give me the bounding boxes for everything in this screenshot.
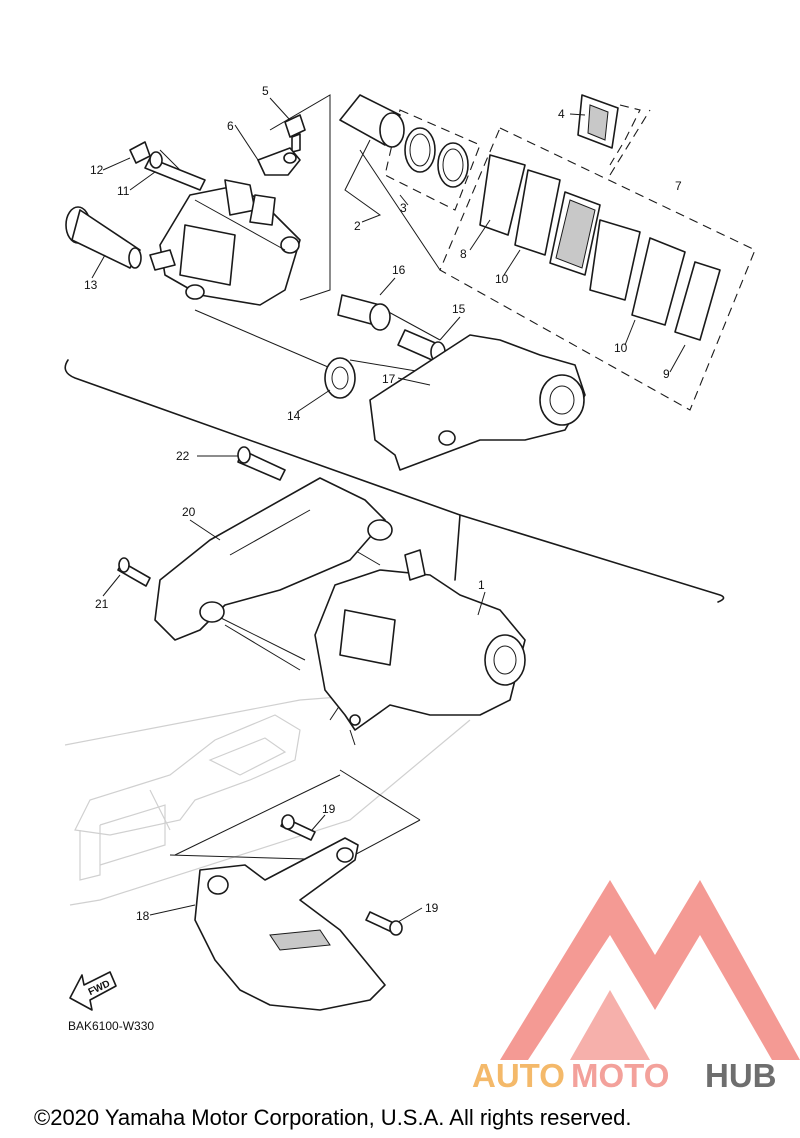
callout-2: 2 <box>354 219 361 233</box>
bleed-screw <box>284 114 306 153</box>
callout-17: 17 <box>382 372 396 386</box>
dashed-group-pads <box>439 127 756 411</box>
caliper-bracket <box>369 334 586 471</box>
callout-16: 16 <box>392 263 406 277</box>
callout-4: 4 <box>558 107 565 121</box>
fwd-arrow-icon: FWD <box>69 971 117 1011</box>
brake-pad-inner <box>514 169 601 276</box>
callout-leaders <box>91 97 686 923</box>
watermark-auto: AUTO <box>472 1057 565 1094</box>
callout-18: 18 <box>136 909 150 923</box>
callout-6: 6 <box>227 119 234 133</box>
bolt-22 <box>237 446 286 481</box>
diagram-code: BAK6100-W330 <box>68 1019 154 1033</box>
automotohub-logo: AUTO MOTO HUB <box>472 880 800 1094</box>
caliper-upper <box>149 179 301 306</box>
disc-guard <box>154 477 393 641</box>
callout-3: 3 <box>400 201 407 215</box>
brake-pad-outer <box>589 219 686 326</box>
bolt-21 <box>117 557 151 587</box>
chain-guide <box>194 837 386 1011</box>
callout-8: 8 <box>460 247 467 261</box>
piston <box>339 94 405 148</box>
pad-spring <box>577 94 619 149</box>
callout-14: 14 <box>287 409 301 423</box>
callout-5: 5 <box>262 84 269 98</box>
bleed-cap <box>257 147 301 176</box>
pad-pin <box>144 151 206 191</box>
bushing <box>337 294 391 331</box>
dashed-group-seals <box>384 109 481 211</box>
watermark-hub: HUB <box>705 1057 777 1094</box>
callout-19a: 19 <box>322 802 336 816</box>
callout-20: 20 <box>182 505 196 519</box>
callout-1: 1 <box>478 578 485 592</box>
caliper-assembly <box>314 549 526 731</box>
callout-12: 12 <box>90 163 104 177</box>
dashed-group-spring <box>609 104 641 166</box>
swingarm-outline <box>64 689 471 906</box>
piston-seal <box>404 127 469 188</box>
pad-shim-outer <box>674 261 721 341</box>
plug <box>129 141 151 164</box>
leader-7 <box>609 109 651 176</box>
copyright-text: ©2020 Yamaha Motor Corporation, U.S.A. A… <box>34 1105 631 1130</box>
callout-22: 22 <box>176 449 190 463</box>
callout-13: 13 <box>84 278 98 292</box>
callout-7: 7 <box>675 179 682 193</box>
callout-11: 11 <box>117 184 130 198</box>
pad-shim-inner <box>479 154 526 236</box>
watermark-moto: MOTO <box>571 1057 669 1094</box>
callout-15: 15 <box>452 302 466 316</box>
callouts: 1 2 3 4 5 6 7 8 9 10 10 11 12 13 14 15 1… <box>84 84 682 923</box>
bolt-19-upper <box>280 814 316 841</box>
callout-10a: 10 <box>495 272 509 286</box>
callout-21: 21 <box>95 597 109 611</box>
group-bracket-pointer <box>454 514 461 581</box>
slide-pin <box>65 206 142 269</box>
callout-19b: 19 <box>425 901 439 915</box>
spacer <box>324 357 356 399</box>
bolt-19-lower <box>365 911 403 936</box>
callout-10b: 10 <box>614 341 628 355</box>
callout-9: 9 <box>663 367 670 381</box>
